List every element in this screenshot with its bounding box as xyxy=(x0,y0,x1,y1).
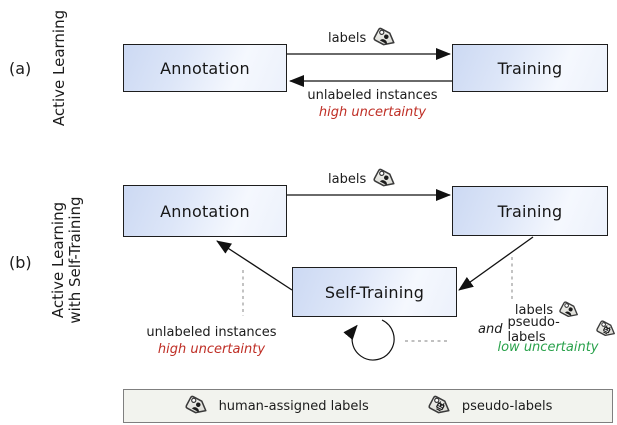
left-note-b: unlabeled instances high uncertainty xyxy=(140,324,283,358)
training-box-a-label: Training xyxy=(497,58,563,78)
and-text: and xyxy=(478,322,503,337)
pseudo-labels-text: pseudo-labels xyxy=(507,314,560,345)
panel-b-side-label-line1: Active Learning xyxy=(49,201,67,319)
unlabeled-instances-text-b: unlabeled instances xyxy=(146,325,277,340)
human-label-tag-icon xyxy=(184,393,210,419)
annotation-box-a: Annotation xyxy=(123,44,287,92)
legend-item-human-labels: human-assigned labels xyxy=(184,393,369,419)
low-uncertainty-text: low uncertainty xyxy=(497,339,599,355)
annotation-box-b: Annotation xyxy=(123,185,287,237)
labels-text-a: labels xyxy=(328,30,367,46)
legend-item-human-labels-text: human-assigned labels xyxy=(218,398,369,414)
human-label-tag-icon xyxy=(372,166,398,192)
self-loop-arrow xyxy=(343,319,395,361)
panel-a-side-label: Active Learning xyxy=(50,9,68,127)
labels-text-b2: labels xyxy=(514,303,554,318)
panel-b-index: (b) xyxy=(9,253,32,272)
pseudo-label-tag-icon xyxy=(595,318,617,341)
return-note-a: unlabeled instances high uncertainty xyxy=(300,87,445,121)
annotation-box-b-label: Annotation xyxy=(160,201,250,221)
pseudo-label-tag-icon xyxy=(427,393,453,419)
arrow-b-selftraining-to-annotation xyxy=(216,240,293,291)
right-note-labels-row: labels xyxy=(515,301,581,320)
panel-b-side-label-line2: with Self-Training xyxy=(66,196,84,324)
legend-item-pseudo-labels-text: pseudo-labels xyxy=(461,398,553,414)
panel-b-side-label: Active Learning with Self-Training xyxy=(49,185,86,335)
labels-text-b: labels xyxy=(328,171,367,187)
training-box-b: Training xyxy=(452,186,608,236)
panel-a-index: (a) xyxy=(9,59,32,78)
self-training-box-b-label: Self-Training xyxy=(324,282,425,302)
legend-box: human-assigned labels pseudo-labels xyxy=(123,389,613,423)
self-training-box-b: Self-Training xyxy=(292,267,457,317)
human-label-tag-icon xyxy=(372,25,398,51)
high-uncertainty-text-a: high uncertainty xyxy=(318,105,427,120)
right-note-pseudo-row: and pseudo-labels xyxy=(478,315,617,345)
arrow-b-training-to-selftraining xyxy=(458,236,534,291)
high-uncertainty-text-b: high uncertainty xyxy=(157,342,266,357)
unlabeled-instances-text-a: unlabeled instances xyxy=(307,88,438,103)
labels-annotation-b: labels xyxy=(328,166,398,192)
training-box-a: Training xyxy=(452,44,608,92)
annotation-box-a-label: Annotation xyxy=(160,58,250,78)
labels-annotation-a: labels xyxy=(328,25,398,51)
training-box-b-label: Training xyxy=(497,201,563,221)
right-note-b: labels and pseudo-labels low uncertainty xyxy=(478,301,617,355)
legend-item-pseudo-labels: pseudo-labels xyxy=(427,393,553,419)
